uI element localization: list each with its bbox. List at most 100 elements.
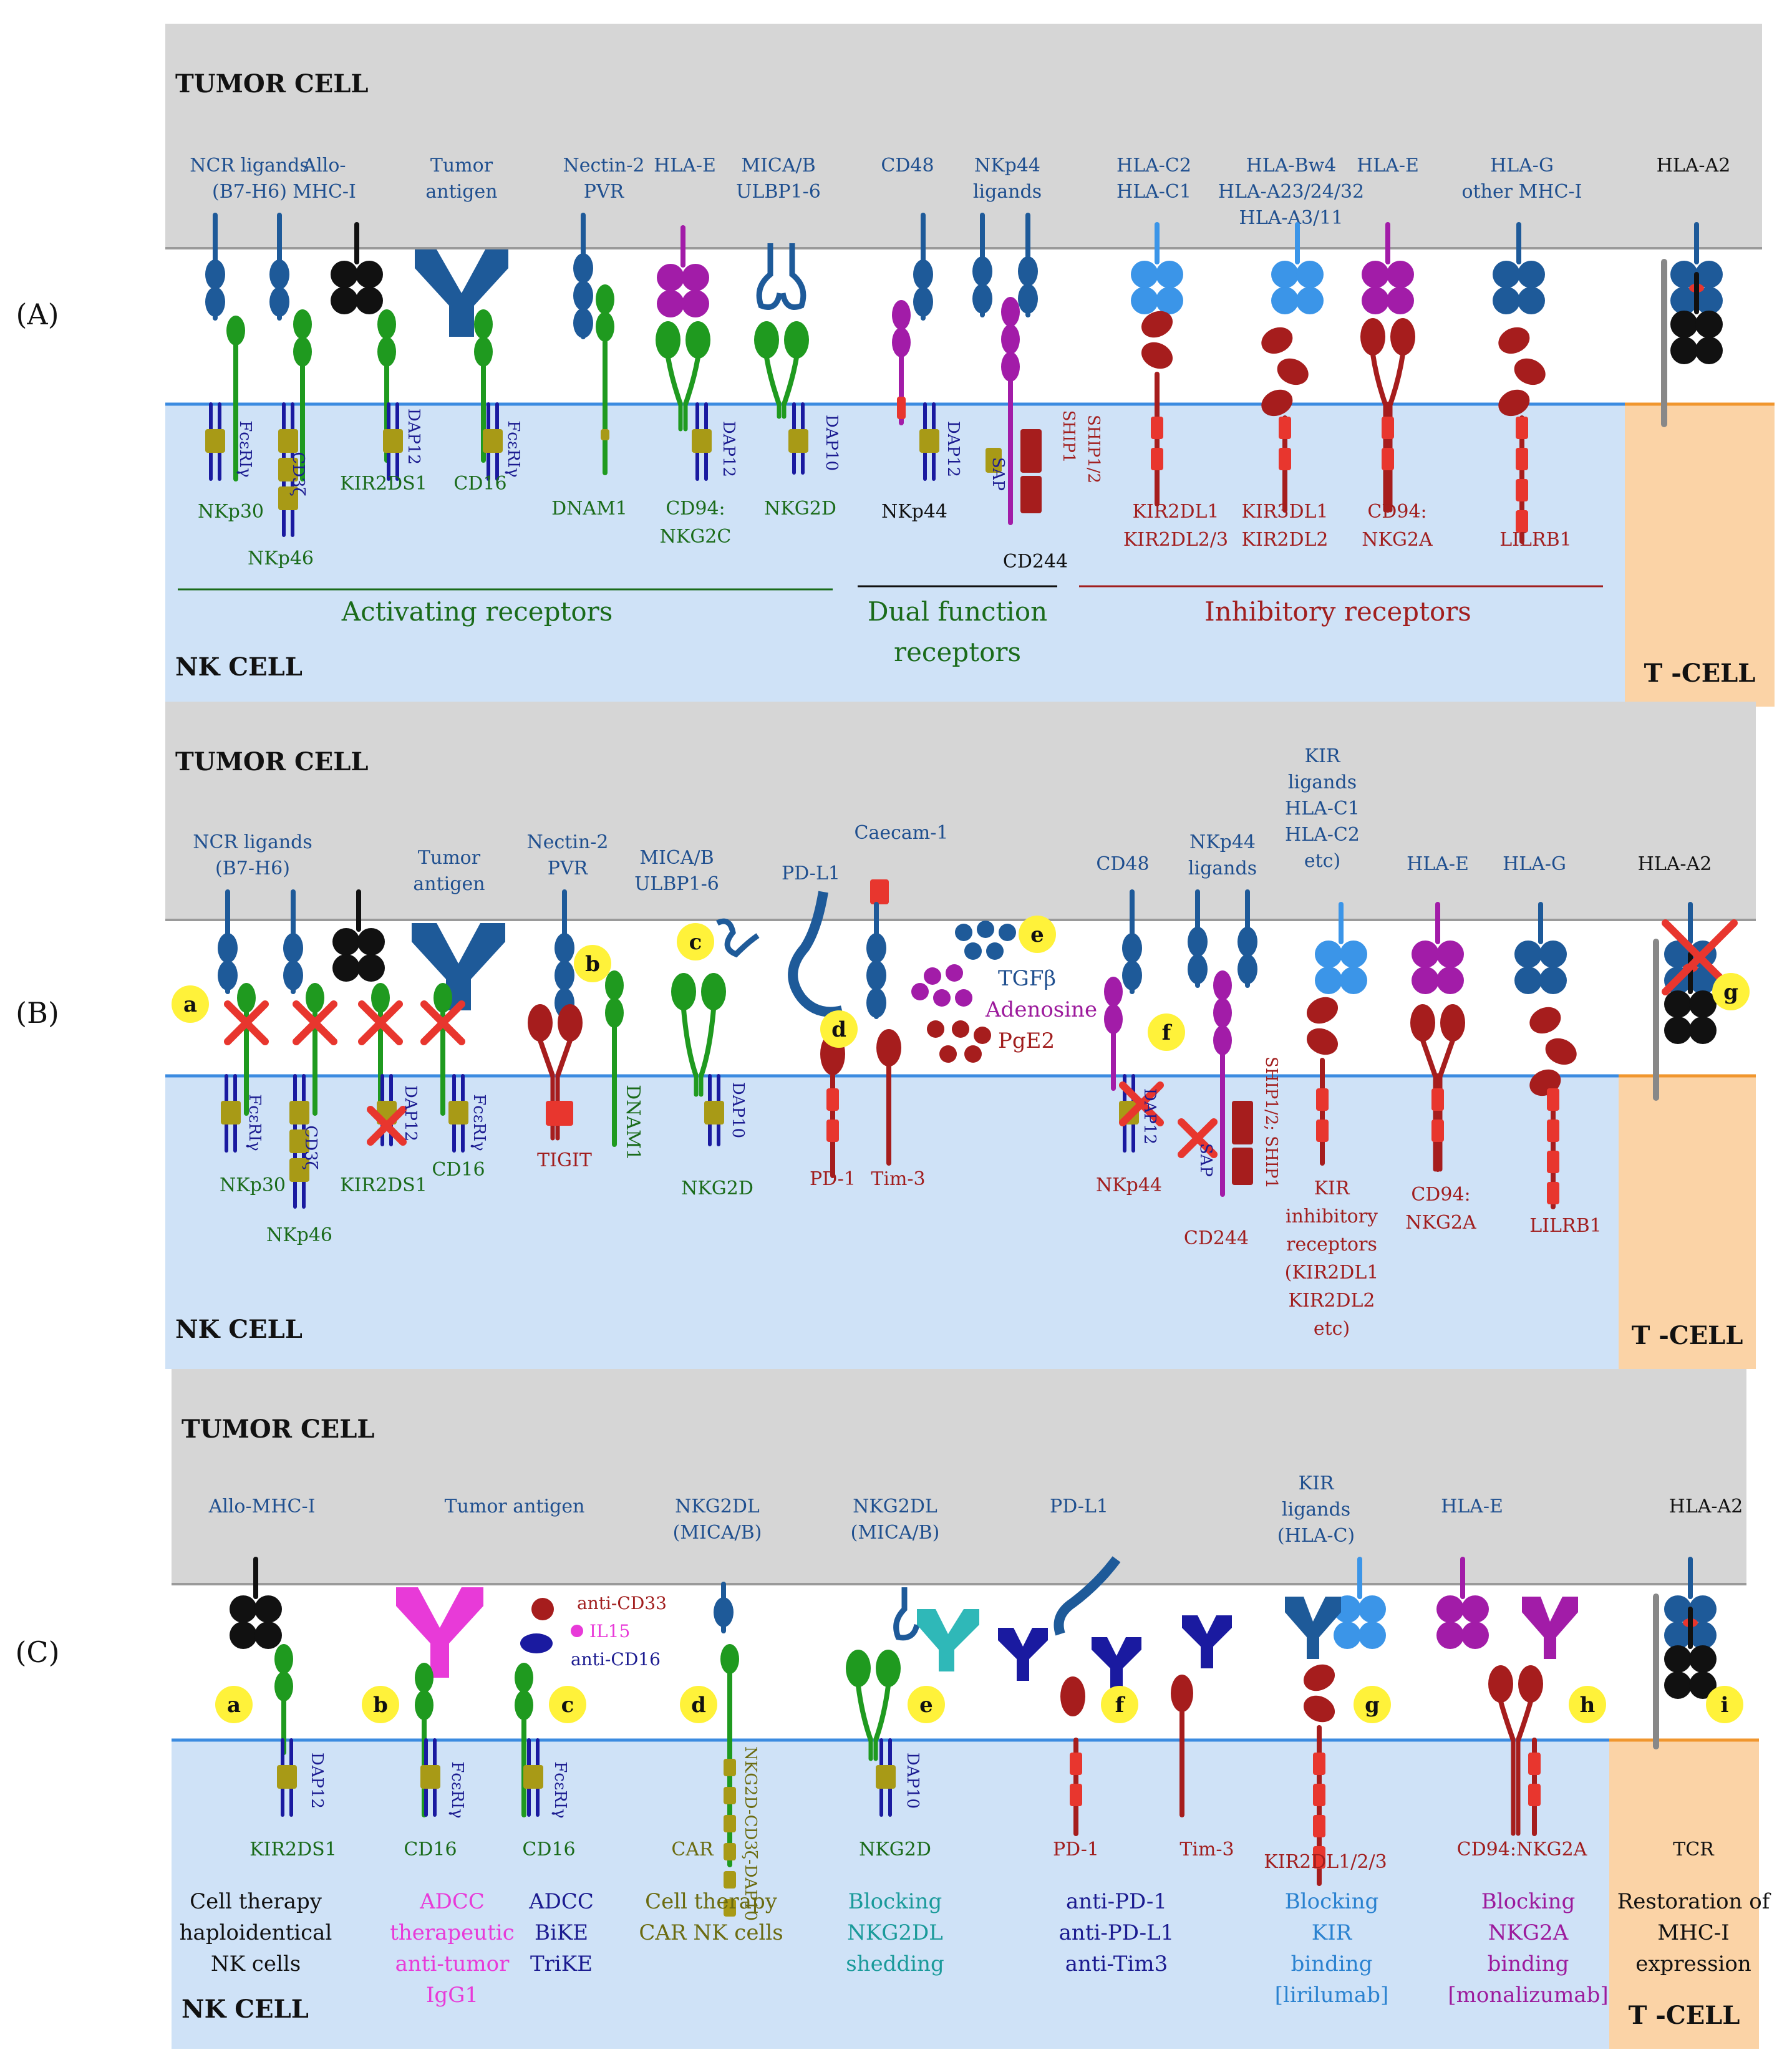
mhc-domain — [230, 1595, 257, 1623]
marker-e — [908, 1686, 945, 1723]
receptor-label: CD94: — [1367, 501, 1426, 523]
activating-receptor — [433, 983, 452, 1116]
t-cell-title: T -CELL — [1632, 1321, 1743, 1350]
receptor-label: receptors — [1286, 1234, 1377, 1255]
checkpoint-antibody — [1092, 1637, 1141, 1690]
receptor-label: CD16 — [522, 1839, 575, 1860]
caecam-ligand — [866, 902, 886, 1019]
dnam1-receptor — [596, 284, 614, 475]
nkp30-receptor — [226, 316, 245, 481]
ligand-label: PVR — [548, 858, 589, 879]
cd48-ligand — [1122, 889, 1142, 994]
receptor-domain — [1213, 1025, 1232, 1055]
receptor-label: Tim-3 — [1179, 1839, 1234, 1860]
lectin-head — [1360, 318, 1385, 355]
receptor-label: NKp30 — [220, 1174, 286, 1196]
adaptor-label: CD3ζ — [289, 452, 308, 496]
cd244-receptor — [1001, 297, 1020, 525]
mhc-domain — [682, 264, 709, 291]
receptor-label: NKG2C — [660, 526, 732, 548]
dap10-adaptor — [704, 1074, 724, 1146]
lilrb1-receptor — [1529, 1007, 1577, 1209]
ligand-label: KIR — [1299, 1473, 1335, 1494]
ligand-label: HLA-A23/24/32 — [1218, 181, 1364, 203]
receptor-domain — [377, 337, 396, 367]
x-stroke — [293, 1000, 337, 1045]
lirilumab-antibody — [1285, 1597, 1341, 1659]
lilrb1-receptor — [1498, 327, 1546, 544]
receptor-domain — [237, 983, 256, 1013]
receptor-label: NKG2D — [681, 1178, 753, 1199]
ig-domain — [1303, 1695, 1335, 1723]
allo-mhc-molecule — [331, 222, 383, 314]
lectin-head — [701, 973, 726, 1010]
ligand-domain — [269, 259, 289, 289]
ligand-label: HLA-G — [1490, 155, 1554, 177]
mhc-domain — [1539, 941, 1567, 968]
tgfb-particle — [977, 921, 994, 938]
mhc-domain — [1664, 1017, 1692, 1044]
ligand-label: HLA-Bw4 — [1246, 155, 1337, 177]
mhc-domain — [356, 287, 383, 314]
ligand-domain — [573, 308, 593, 338]
nkp44-ligand — [1018, 213, 1038, 317]
anti-cd16-domain — [520, 1633, 553, 1653]
car-signal-motif — [724, 1899, 736, 1917]
marker-letter: b — [585, 952, 600, 977]
ligand-label: ULBP1-6 — [634, 873, 719, 895]
receptor-domain — [515, 1690, 533, 1720]
ligand-domain — [913, 259, 933, 289]
lectin-head — [1410, 1004, 1435, 1042]
receptor-label: CAR — [671, 1839, 714, 1860]
mhc-domain — [1670, 337, 1698, 364]
ligand-label: Tumor antigen — [445, 1496, 585, 1517]
nkp46-receptor — [293, 309, 312, 481]
ligand-domain — [1018, 256, 1038, 286]
ligand-label: Allo- — [302, 155, 346, 177]
strategy-label: Restoration of — [1617, 1889, 1771, 1914]
receptor-domain — [415, 1690, 433, 1720]
ligand-domain — [1122, 933, 1142, 963]
ligand-label: NKp44 — [974, 155, 1040, 177]
group-dual: Dual function — [868, 596, 1047, 627]
dnam1-receptor — [605, 970, 624, 1147]
mhc-domain — [1340, 941, 1367, 968]
igg1-antibody — [396, 1587, 483, 1678]
ligand-domain — [972, 256, 992, 286]
marker-letter: d — [831, 1017, 846, 1042]
hla-e-molecule — [657, 225, 709, 317]
tim3-domain — [1171, 1675, 1193, 1712]
marker-letter: a — [183, 992, 197, 1017]
receptor-label: KIR2DL1 — [1133, 501, 1219, 523]
adenosine-particle — [933, 989, 951, 1007]
ligand-label: MICA/B — [741, 155, 815, 177]
receptor-label: inhibitory — [1286, 1206, 1378, 1227]
itam-motif — [704, 1101, 724, 1124]
hla-g-molecule — [1514, 902, 1567, 994]
receptor-label: NKG2D — [764, 498, 836, 520]
itam-motif — [692, 429, 712, 453]
mhc-domain — [657, 264, 684, 291]
mhc-domain — [1461, 1595, 1489, 1623]
marker-f — [1148, 1013, 1185, 1051]
ligand-domain — [1188, 927, 1208, 957]
adaptor-label: DAP12 — [401, 1085, 420, 1141]
marker-letter: c — [689, 930, 702, 955]
kir3dl-receptor — [1261, 327, 1309, 513]
tumor-antigen-antibody — [415, 249, 508, 337]
itam-motif — [277, 1765, 297, 1789]
strategy-label: Blocking — [1481, 1889, 1576, 1914]
itam-motif — [221, 1101, 241, 1124]
adaptor-label: FcεRIγ — [236, 420, 254, 477]
itim-motif — [1516, 417, 1528, 439]
marker-circle — [215, 1686, 253, 1723]
lectin-head — [656, 321, 680, 359]
receptor-label: (KIR2DL1 — [1285, 1262, 1379, 1284]
marker-letter: c — [561, 1693, 574, 1718]
mhc-domain — [1695, 311, 1723, 338]
nkg2dl-ligand — [893, 1587, 920, 1641]
mhc-domain — [1412, 967, 1439, 994]
mhc-domain — [1689, 1622, 1717, 1649]
marker-c — [677, 923, 714, 960]
ig-domain — [1529, 1007, 1561, 1034]
